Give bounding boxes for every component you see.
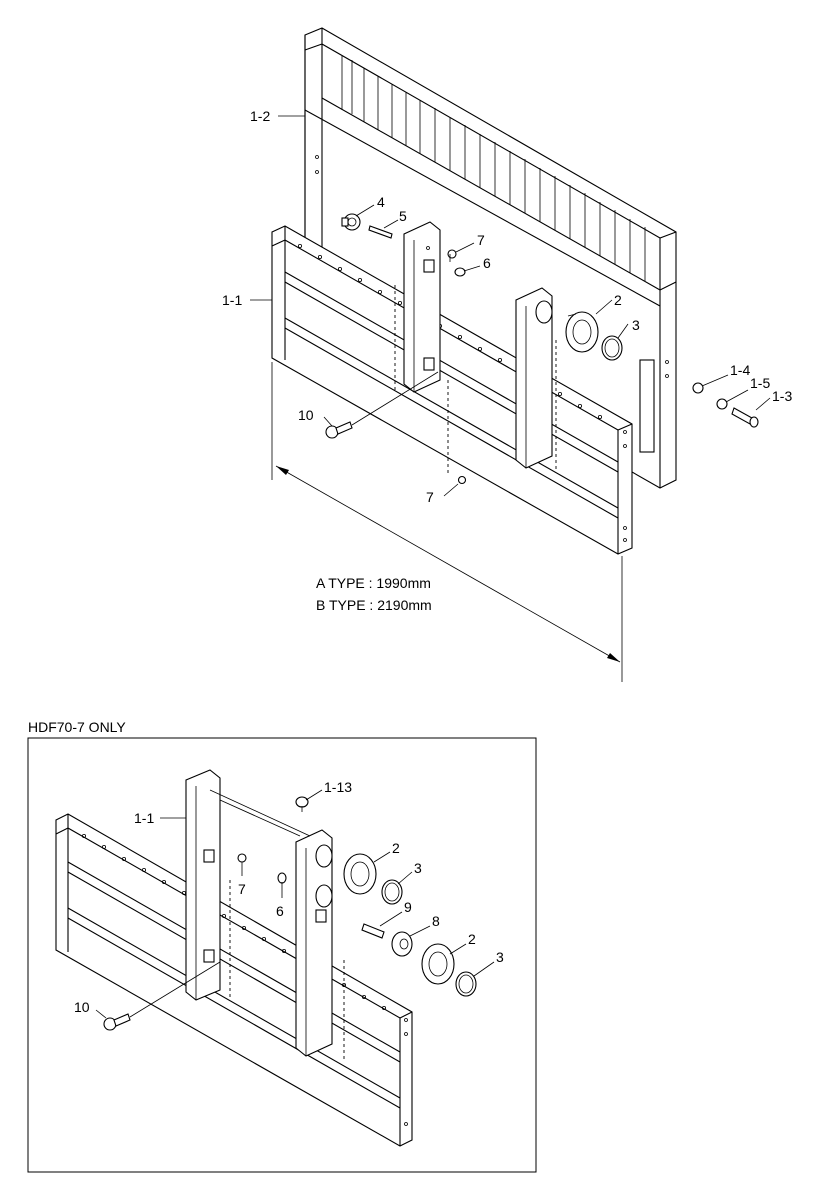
inset-part-3-ring-lower: [455, 971, 477, 997]
label-1-1: 1-1: [222, 292, 242, 308]
inset-label-1-13: 1-13: [324, 779, 352, 795]
part-5-pin: [368, 225, 393, 239]
left-hook-plate: [394, 221, 441, 393]
label-1-5: 1-5: [750, 375, 770, 391]
inset-part-3-ring-upper: [381, 879, 403, 905]
label-10: 10: [298, 407, 314, 423]
inset-title: HDF70-7 ONLY: [28, 719, 126, 735]
inset-part-2-bearing-upper: [315, 844, 377, 895]
backrest-bars: [341, 56, 646, 281]
part-4-fitting: [341, 213, 361, 231]
top-leaders: [250, 115, 771, 497]
label-5: 5: [399, 208, 407, 224]
inset-part-10-bolt: [103, 961, 221, 1031]
inset-label-3-upper: 3: [414, 860, 422, 876]
part-7-washer-upper: [447, 249, 457, 262]
inset-assembly: [55, 769, 495, 1147]
inset-part-2-bearing-lower: [421, 943, 455, 985]
inset-leaders: [95, 789, 495, 1019]
inset-part-8-spacer: [391, 931, 413, 957]
part-1-4-washer: [692, 382, 704, 394]
inset-label-7: 7: [238, 881, 246, 897]
part-6-nut: [454, 267, 466, 277]
backrest-panel: [304, 27, 677, 489]
inset-label-9: 9: [404, 899, 412, 915]
carriage-frame: [271, 225, 633, 555]
right-hook-plate: [515, 287, 557, 470]
inset-label-10: 10: [74, 999, 90, 1015]
inset-label-2-upper: 2: [392, 840, 400, 856]
label-7-lower: 7: [426, 489, 434, 505]
inset-label-2-lower: 2: [468, 931, 476, 947]
inset-label-3-lower: 3: [496, 949, 504, 965]
width-dimension: [271, 362, 623, 682]
part-2-bearing: [535, 300, 599, 353]
inset-label-8: 8: [432, 913, 440, 929]
inset-label-1-1: 1-1: [134, 810, 154, 826]
label-1-2: 1-2: [250, 108, 270, 124]
top-assembly: [250, 27, 771, 682]
label-6: 6: [483, 255, 491, 271]
part-10-bolt: [325, 371, 439, 439]
label-1-3: 1-3: [772, 388, 792, 404]
part-7-washer-lower: [447, 380, 467, 485]
label-1-4: 1-4: [730, 362, 750, 378]
inset-part-6: [277, 872, 287, 898]
label-2: 2: [614, 292, 622, 308]
inset-part-1-13-nut: [295, 796, 309, 812]
label-7-upper: 7: [477, 232, 485, 248]
inset-left-plate: [185, 769, 231, 1001]
dimension-b-type: B TYPE : 2190mm: [316, 597, 432, 613]
inset-part-7: [237, 853, 247, 876]
inset-frame: [27, 737, 537, 1173]
part-1-5-washer: [716, 398, 728, 410]
inset-part-9-pin: [361, 923, 385, 939]
dimension-a-type: A TYPE : 1990mm: [316, 575, 431, 591]
part-3-snap-ring: [601, 335, 623, 361]
label-4: 4: [377, 194, 385, 210]
inset-label-6: 6: [276, 903, 284, 919]
part-1-3-bolt: [731, 407, 759, 428]
label-3: 3: [632, 317, 640, 333]
inset-carriage-frame: [55, 813, 413, 1147]
